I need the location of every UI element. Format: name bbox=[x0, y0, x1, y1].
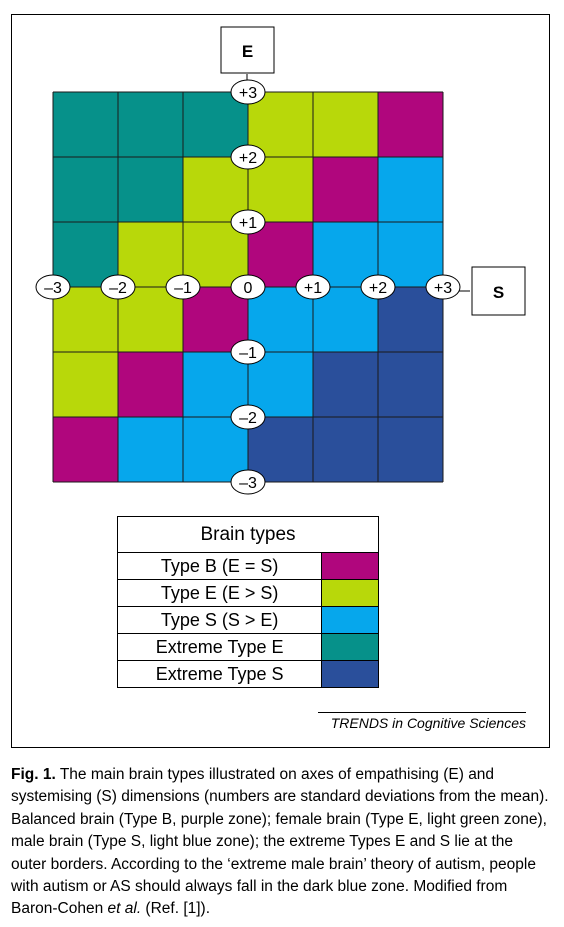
legend-row: Extreme Type S bbox=[116, 660, 379, 688]
grid-cell-type-s bbox=[118, 417, 183, 482]
tick-label: –2 bbox=[109, 280, 127, 297]
grid-cell-extreme-s bbox=[313, 352, 378, 417]
tick-label: +1 bbox=[304, 280, 322, 297]
legend-swatch bbox=[321, 633, 379, 661]
grid-cell-type-e bbox=[248, 157, 313, 222]
legend-row: Type B (E = S) bbox=[116, 552, 379, 580]
grid-cell-extreme-e bbox=[183, 92, 248, 157]
legend-label: Type S (S > E) bbox=[116, 606, 323, 634]
tick-label: –3 bbox=[239, 475, 257, 492]
grid-cell-type-e bbox=[118, 287, 183, 352]
s-axis-tick: +1 bbox=[295, 274, 331, 300]
caption-et-al: et al. bbox=[107, 900, 142, 918]
legend-label: Extreme Type E bbox=[116, 633, 323, 661]
grid-cell-extreme-e bbox=[118, 92, 183, 157]
grid-cell-type-e bbox=[118, 222, 183, 287]
grid-cell-type-b bbox=[118, 352, 183, 417]
grid-cell-type-s bbox=[378, 222, 443, 287]
grid-cell-type-s bbox=[378, 157, 443, 222]
source-credit: TRENDS in Cognitive Sciences bbox=[330, 715, 526, 731]
grid-cell-extreme-e bbox=[53, 92, 118, 157]
grid-cell-type-e bbox=[183, 222, 248, 287]
e-axis-tick: –3 bbox=[230, 469, 266, 495]
tick-label: +1 bbox=[239, 215, 257, 232]
grid-cell-type-s bbox=[248, 287, 313, 352]
figure-caption: Fig. 1. The main brain types illustrated… bbox=[11, 764, 551, 921]
e-axis-tick: +1 bbox=[230, 209, 266, 235]
grid-cell-type-b bbox=[313, 157, 378, 222]
legend-label: Type B (E = S) bbox=[116, 552, 323, 580]
e-axis-tick: +2 bbox=[230, 144, 266, 170]
e-axis-tick: +3 bbox=[230, 79, 266, 105]
grid-cell-type-s bbox=[183, 417, 248, 482]
e-axis-box bbox=[220, 26, 275, 74]
grid-cell-extreme-s bbox=[313, 417, 378, 482]
legend-swatch bbox=[321, 660, 379, 688]
legend-swatch bbox=[321, 552, 379, 580]
brain-type-diagram: E S –3 –2 –1 0 +1 +2 +3 –3 –2 –1 +1 +2 +3 bbox=[35, 26, 526, 495]
tick-label: –1 bbox=[174, 280, 192, 297]
e-axis-tick: –2 bbox=[230, 404, 266, 430]
grid-cell-type-e bbox=[53, 287, 118, 352]
grid-cell-type-s bbox=[183, 352, 248, 417]
legend-label: Extreme Type S bbox=[116, 660, 323, 688]
tick-label: 0 bbox=[244, 280, 253, 297]
legend-title: Brain types bbox=[117, 516, 379, 553]
grid-cell-type-s bbox=[313, 222, 378, 287]
grid-cell-type-e bbox=[248, 92, 313, 157]
s-axis-label: S bbox=[493, 283, 504, 302]
grid-cell-type-b bbox=[183, 287, 248, 352]
grid-cell-type-b bbox=[248, 222, 313, 287]
s-axis-tick: +2 bbox=[360, 274, 396, 300]
grid-cell-extreme-e bbox=[53, 157, 118, 222]
grid-cell-extreme-s bbox=[378, 417, 443, 482]
tick-label: +2 bbox=[369, 280, 387, 297]
legend-row: Type S (S > E) bbox=[116, 606, 379, 634]
legend-row: Extreme Type E bbox=[116, 633, 379, 661]
caption-fig-label: Fig. 1. bbox=[11, 766, 56, 783]
tick-label: +3 bbox=[239, 85, 257, 102]
grid-cell-type-b bbox=[378, 92, 443, 157]
s-axis-tick: –1 bbox=[165, 274, 201, 300]
s-axis-tick: 0 bbox=[230, 274, 266, 300]
grid-cells bbox=[53, 92, 443, 482]
grid-cell-extreme-s bbox=[378, 352, 443, 417]
tick-label: –3 bbox=[44, 280, 62, 297]
tick-label: +3 bbox=[434, 280, 452, 297]
grid-cell-extreme-e bbox=[118, 157, 183, 222]
s-axis-tick: –2 bbox=[100, 274, 136, 300]
grid-cell-type-b bbox=[53, 417, 118, 482]
legend-swatch bbox=[321, 579, 379, 607]
tick-label: +2 bbox=[239, 150, 257, 167]
caption-ref: (Ref. [1]). bbox=[141, 900, 211, 918]
legend-row: Type E (E > S) bbox=[116, 579, 379, 607]
s-axis-tick: –3 bbox=[35, 274, 71, 300]
grid-cell-type-e bbox=[183, 157, 248, 222]
grid-cell-type-s bbox=[313, 287, 378, 352]
legend-swatch bbox=[321, 606, 379, 634]
source-rule bbox=[318, 712, 526, 713]
grid-cell-type-e bbox=[53, 352, 118, 417]
s-axis-box bbox=[471, 266, 526, 316]
tick-label: –2 bbox=[239, 410, 257, 427]
tick-label: –1 bbox=[239, 345, 257, 362]
axis-ticks: –3 –2 –1 0 +1 +2 +3 –3 –2 –1 +1 +2 +3 bbox=[35, 79, 461, 495]
grid-cell-type-e bbox=[313, 92, 378, 157]
e-axis-tick: –1 bbox=[230, 339, 266, 365]
grid-cell-extreme-s bbox=[378, 287, 443, 352]
figure-frame: E S –3 –2 –1 0 +1 +2 +3 –3 –2 –1 +1 +2 +3 Brain type… bbox=[11, 14, 550, 748]
e-axis-label: E bbox=[242, 42, 253, 61]
legend-table: Brain types Type B (E = S)Type E (E > S)… bbox=[116, 516, 379, 688]
grid-cell-extreme-s bbox=[248, 417, 313, 482]
caption-text: The main brain types illustrated on axes… bbox=[11, 766, 549, 918]
grid-cell-type-s bbox=[248, 352, 313, 417]
grid-cell-extreme-e bbox=[53, 222, 118, 287]
legend-label: Type E (E > S) bbox=[116, 579, 323, 607]
s-axis-tick: +3 bbox=[425, 274, 461, 300]
